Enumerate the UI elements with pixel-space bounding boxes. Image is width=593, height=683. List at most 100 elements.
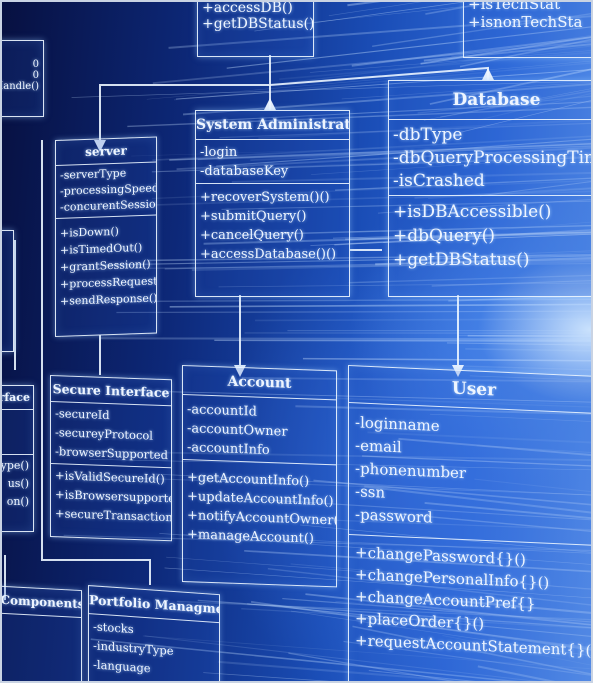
left-edge-fragment-box <box>0 230 14 352</box>
light-streak <box>89 459 593 471</box>
light-streak <box>428 188 593 199</box>
light-streak <box>424 501 593 520</box>
light-streak <box>254 0 482 32</box>
method: +getDBStatus() <box>393 250 530 270</box>
light-streak <box>156 390 593 403</box>
light-streak <box>258 118 593 140</box>
class-title: Database <box>389 81 593 120</box>
light-streak <box>423 43 593 62</box>
light-streak <box>93 450 593 462</box>
light-streak <box>250 600 593 651</box>
attribute: -accountInfo <box>187 440 270 459</box>
light-streak <box>205 514 593 531</box>
method: +submitQuery() <box>200 209 307 224</box>
attributes-section: -dbType -dbQueryProcessingTime -isCrashe… <box>389 120 593 196</box>
light-streak <box>71 80 593 98</box>
light-streak <box>81 190 593 208</box>
light-streak <box>76 475 593 496</box>
light-streak <box>203 231 593 245</box>
light-streak <box>244 549 593 573</box>
light-streak <box>279 51 593 81</box>
light-streak <box>214 339 593 342</box>
fragment-line: 0 <box>32 70 39 81</box>
light-streak <box>203 672 360 683</box>
light-streak <box>164 259 593 270</box>
light-streak <box>425 0 509 15</box>
light-streak <box>441 251 593 261</box>
light-streak <box>176 600 593 621</box>
light-streak <box>457 365 593 371</box>
methods-section: +isValidSecureId() +isBrowsersupported()… <box>51 464 172 529</box>
light-streak <box>250 142 593 162</box>
attributes-section: -login -databaseKey <box>196 140 349 184</box>
light-streak <box>191 260 593 272</box>
light-streak <box>311 155 593 175</box>
light-streak <box>343 640 593 677</box>
light-streak <box>182 83 593 116</box>
method-line: +isTechStat <box>468 0 561 13</box>
attribute: -dbType <box>393 125 463 145</box>
light-streak <box>231 171 593 184</box>
light-streak <box>216 138 593 167</box>
light-streak <box>383 233 593 243</box>
components-fragment-box: r Components <box>0 585 82 683</box>
method: on() <box>6 495 29 508</box>
class-title: System Administrator <box>196 111 349 140</box>
methods-section: +isDBAccessible() +dbQuery() +getDBStatu… <box>389 196 593 274</box>
far-left-fragment-box: 0 0 Handle() <box>0 40 44 117</box>
light-streak <box>271 0 529 27</box>
light-streak <box>409 623 593 649</box>
light-streak <box>290 610 593 657</box>
light-streak <box>241 608 593 630</box>
light-streak <box>476 445 593 454</box>
method: +manageAccount() <box>187 527 314 547</box>
light-streak <box>429 68 593 105</box>
light-streak <box>78 298 593 303</box>
light-streak <box>362 455 593 467</box>
attributes-section: -loginname -email -phonenumber -ssn -pas… <box>349 403 593 546</box>
light-streak <box>147 254 593 262</box>
light-streak <box>446 342 593 346</box>
light-streak <box>197 145 593 161</box>
fragment-line: 0 <box>32 59 39 70</box>
server-class-box: server -serverType -processingSpeed -con… <box>55 136 157 337</box>
light-streak <box>146 60 593 100</box>
method: +recoverSystem()() <box>200 190 330 205</box>
method: +isDBAccessible() <box>393 202 552 222</box>
light-streak <box>451 34 593 58</box>
light-streak <box>131 262 593 270</box>
portfolio-management-class-box: Portfolio Managment -stocks -industryTyp… <box>88 585 220 683</box>
light-streak <box>164 567 593 599</box>
method: +sendResponse() <box>60 291 157 308</box>
methods-section: ype() us() on() <box>0 455 33 513</box>
account-class-box: Account -accountId -accountOwner -accoun… <box>182 365 337 588</box>
left-interface-fragment-box: rface ype() us() on() <box>0 385 34 532</box>
light-streak <box>255 318 593 322</box>
light-streak <box>417 250 593 259</box>
light-streak <box>474 478 593 493</box>
light-streak <box>182 534 593 554</box>
light-streak <box>458 99 593 133</box>
light-streak <box>479 180 593 197</box>
method: +dbQuery() <box>393 226 495 246</box>
attributes-section: -stocks -industryType -language <box>89 614 219 683</box>
light-streak <box>442 635 593 666</box>
light-streak <box>168 15 593 49</box>
light-streak <box>334 229 593 246</box>
light-streak <box>313 479 593 506</box>
light-streak <box>282 598 593 623</box>
light-streak <box>152 40 593 85</box>
light-streak <box>247 603 593 638</box>
method: ype() <box>0 459 29 472</box>
light-streak <box>218 660 499 683</box>
light-streak <box>409 595 593 615</box>
light-streak <box>302 357 593 362</box>
light-streak <box>173 62 593 101</box>
secure-interface-class-box: Secure Interface -secureId -secureyProto… <box>50 375 172 542</box>
light-streak <box>310 233 593 246</box>
method-line: +getDBStatus() <box>202 16 314 32</box>
light-streak <box>166 556 593 590</box>
